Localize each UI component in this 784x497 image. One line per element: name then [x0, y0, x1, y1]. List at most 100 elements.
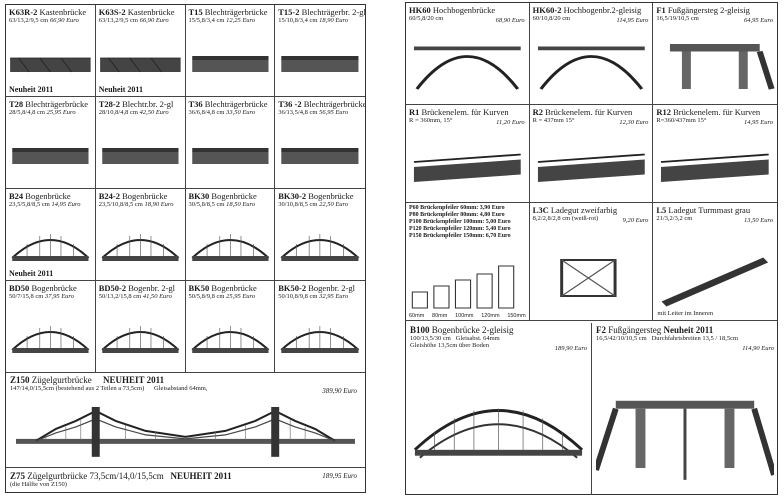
product-name: Bogenbrücke [25, 191, 71, 201]
product-code: T28-2 [98, 99, 120, 109]
product-code: B24-2 [98, 191, 120, 201]
product-name: Bogenbrücke [211, 191, 257, 201]
product-code: T36 -2 [278, 99, 302, 109]
product-dims: 30/10,8/8,5 cm [278, 201, 318, 208]
new-badge: Neuheit 2011 [9, 269, 54, 278]
product-dims: 73,5cm/14,0/15,5cm [89, 471, 164, 481]
product-dims: 15/10,8/3,4 cm [278, 17, 318, 24]
pier-price-line: P120 Brückenpfeiler 120mm: 5,40 Euro [409, 226, 511, 232]
page-gutter [366, 0, 405, 497]
product-price: 12,25 Euro [226, 17, 256, 24]
product-name: Zügelgurtbrücke [27, 471, 88, 481]
product-price: 114,90 Euro [742, 345, 774, 352]
product-code: HK60-2 [532, 5, 562, 15]
product-dims: 28/5,8/4,8 cm [9, 109, 45, 116]
product-name: Blechträgerbrücke [303, 99, 365, 109]
product-code: R2 [532, 107, 544, 117]
product-dims: 50/13,2/15,8 cm [98, 293, 142, 300]
load-image [532, 250, 651, 310]
product-dims: 60/10,8/20 cm [532, 15, 571, 22]
product-z150: Z150 Zügelgurtbrücke NEUHEIT 2011 147/14… [6, 373, 365, 468]
product-name: Bogenbr. 2-gl [308, 283, 355, 293]
product-price: 41,50 Euro [142, 293, 172, 300]
product-dims: 63/13,2/9,5 cm [98, 17, 138, 24]
bridge-image [408, 132, 527, 192]
product-name: Ladegut Turmmast grau [668, 205, 751, 215]
product-name: Fußgängersteg 2-gleisig [667, 5, 750, 15]
product-note: mit Leiter im Inneren [657, 310, 714, 317]
product-price: 18,50 Euro [226, 201, 256, 208]
footbridge-image [593, 381, 777, 491]
product-dims: R = 360mm, 15° [409, 117, 453, 124]
new-badge: Neuheit 2011 [98, 85, 143, 94]
product-dims: 23,5/10,8/8,5 cm [98, 201, 143, 208]
product-price: 11,20 Euro [496, 119, 525, 126]
product-dims: 15/5,8/3,4 cm [188, 17, 225, 24]
product-dims: 60/5,8/20 cm [409, 15, 444, 22]
tower-mast-image [655, 250, 775, 310]
product-dims: 63/13,2/9,5 cm [9, 17, 49, 24]
arch-bridge-image [410, 381, 587, 491]
product-note: (bestehend aus 2 Teilen a 73,5cm) [55, 385, 145, 392]
product-code: BD50 [9, 283, 30, 293]
product-name: Bogenbrücke [308, 191, 354, 201]
product-b100: B100 Bogenbrücke 2-gleisig 100/13,5/30 c… [406, 323, 592, 495]
product-price: 14,95 Euro [743, 119, 773, 126]
product-name: Hochbogenbrücke [432, 5, 496, 15]
product-price: 189,95 Euro [322, 472, 357, 480]
bridge-image [655, 34, 775, 94]
product-code: T28 [9, 99, 24, 109]
product-dims: 36/13,5/4,8 cm [278, 109, 318, 116]
product-code: L3C [532, 205, 549, 215]
product-price: 114,95 Euro [616, 17, 649, 24]
bridge-image [188, 130, 273, 178]
product-price: 25,95 Euro [46, 109, 76, 116]
product-note: (die Hälfte von Z150) [10, 481, 67, 488]
bridge-image [532, 132, 651, 192]
product-name: Blechtr.br. 2-gl [122, 99, 174, 109]
product-gauge: Gleisabst. 64mm [455, 335, 500, 342]
bridge-image [277, 130, 363, 178]
bridge-image [98, 38, 183, 86]
bridge-image [188, 38, 273, 86]
bridge-image [277, 222, 363, 270]
product-z75: Z75 Zügelgurtbrücke 73,5cm/14,0/15,5cm N… [6, 469, 365, 490]
suspension-bridge-image [16, 401, 355, 463]
product-price: 64,95 Euro [743, 17, 773, 24]
product-price: 32,95 Euro [319, 293, 349, 300]
bridge-image [277, 38, 363, 86]
product-code: BD50-2 [98, 283, 127, 293]
bridge-image [98, 314, 183, 362]
product-dims: 16,5/19/10,5 cm [656, 15, 699, 22]
new-badge: NEUHEIT 2011 [170, 471, 232, 481]
product-price: 22,50 Euro [319, 201, 349, 208]
product-dims: 28/10,8/4,8 cm [98, 109, 138, 116]
product-dims: 100/13,5/30 cm [410, 335, 451, 342]
product-dims: 23,5/5,8/8,5 cm [9, 201, 50, 208]
product-name: Bogenbrücke [122, 191, 168, 201]
product-name: Blechträgerbrücke [25, 99, 89, 109]
new-badge: NEUHEIT 2011 [103, 375, 165, 385]
pier-height-label: 120mm [481, 313, 500, 319]
product-code: Z75 [10, 471, 26, 481]
product-dims: R=360/437mm 15° [656, 117, 707, 124]
product-price: 42,50 Euro [139, 109, 169, 116]
